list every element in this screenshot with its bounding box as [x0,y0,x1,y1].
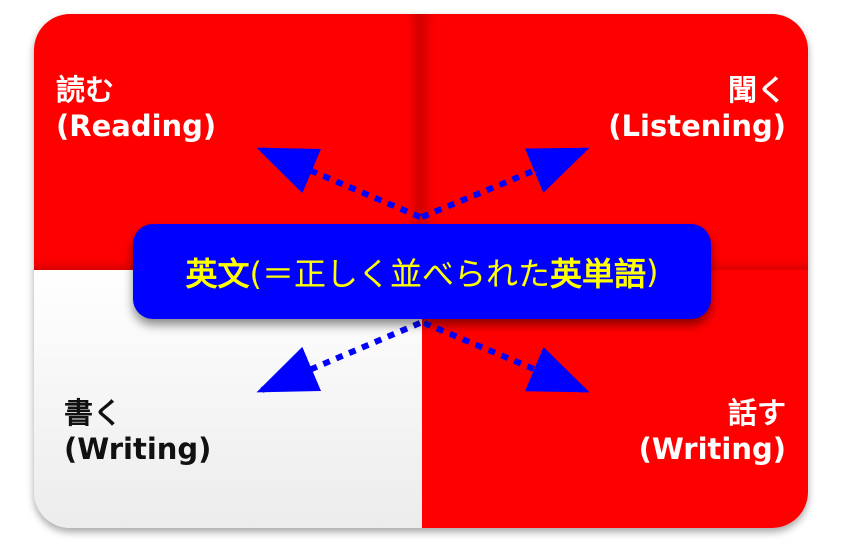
arrow-to-reading [256,147,422,220]
label-reading-ja: 読む [56,73,115,107]
label-reading: 読む (Reading) [56,72,216,144]
label-reading-en: (Reading) [56,109,217,143]
label-listening-en: (Listening) [608,109,786,143]
label-writing-ja: 書く [64,396,123,430]
label-writing: 書く (Writing) [64,395,211,467]
arrow-to-speaking [422,320,590,393]
center-box: 英文(＝正しく並べられた英単語) [133,224,711,319]
center-text-2: (＝正しく並べられた [249,254,551,293]
label-writing-en: (Writing) [64,432,212,466]
label-speaking-ja: 話す [727,396,786,430]
arrow-to-listening [420,147,590,220]
arrow-to-writing [256,320,422,393]
label-listening: 聞く (Listening) [608,72,786,144]
label-speaking-en: (Writing) [638,432,786,466]
label-speaking: 話す (Writing) [639,395,786,467]
center-text-4: ) [646,252,659,291]
label-listening-ja: 聞く [727,73,786,107]
center-text-3: 英単語 [550,254,647,293]
center-text-1: 英文 [185,254,250,293]
